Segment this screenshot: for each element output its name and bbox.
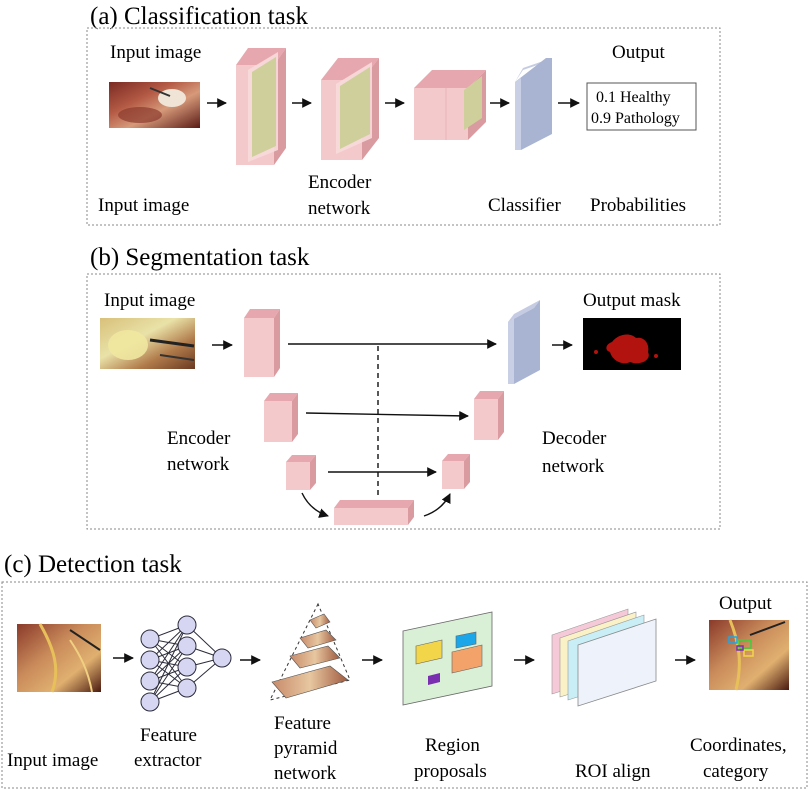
detection-coords-label-1: Coordinates, [690, 735, 787, 756]
detection-panel [1, 581, 808, 789]
classification-encoder-block-3 [414, 70, 486, 140]
segmentation-bottleneck-block [334, 500, 414, 525]
detection-roi-label: ROI align [575, 761, 651, 782]
classification-encoder-label-1: Encoder [308, 172, 372, 193]
classification-output-line2: 0.9 Pathology [591, 110, 680, 127]
segmentation-panel [86, 273, 721, 530]
segmentation-decoder-label-2: network [542, 456, 605, 477]
segmentation-encoder-block-1 [244, 309, 280, 377]
segmentation-encoder-block-3 [286, 455, 316, 490]
classification-panel [86, 27, 721, 226]
detection-feature-extractor-label-1: Feature [140, 725, 197, 746]
detection-input-image [17, 623, 101, 693]
detection-feature-extractor-label-2: extractor [134, 750, 202, 771]
down-arrow-curve [301, 492, 329, 518]
detection-coords-label-2: category [703, 761, 769, 782]
segmentation-decoder-label-1: Decoder [542, 428, 607, 449]
detection-region-proposals [402, 611, 493, 706]
detection-fpn-label-2: pyramid [274, 738, 338, 759]
detection-fpn-label-3: network [274, 763, 337, 784]
detection-neural-network [140, 615, 232, 712]
classification-input-top-label: Input image [110, 42, 201, 63]
segmentation-input-label: Input image [104, 290, 195, 311]
segmentation-decoder-block-3 [442, 454, 470, 489]
classification-encoder-block-2 [321, 58, 379, 160]
classification-title: (a) Classification task [90, 3, 308, 30]
segmentation-encoder-label-1: Encoder [167, 428, 231, 449]
classification-encoder-label-2: network [308, 198, 371, 219]
detection-output-top-label: Output [719, 593, 773, 614]
up-arrow-curve [423, 493, 451, 517]
classification-output-top-label: Output [612, 42, 666, 63]
segmentation-decoder-output-block [508, 300, 540, 384]
classification-output-box [586, 82, 697, 131]
segmentation-input-image [100, 318, 195, 369]
segmentation-encoder-block-2 [264, 393, 298, 442]
classification-output-line1: 0.1 Healthy [596, 89, 671, 106]
classification-encoder-block-1 [236, 48, 286, 165]
classification-classifier-label: Classifier [488, 195, 561, 216]
segmentation-title: (b) Segmentation task [90, 244, 310, 271]
detection-region-label-2: proposals [414, 761, 487, 782]
segmentation-output-label: Output mask [583, 290, 681, 311]
detection-output-image [709, 619, 789, 691]
detection-region-label-1: Region [425, 735, 480, 756]
detection-roi-align-stack [551, 608, 657, 707]
classification-probabilities-label: Probabilities [590, 195, 686, 216]
detection-feature-pyramid [269, 602, 351, 701]
classification-classifier-block [515, 58, 552, 150]
detection-fpn-label-1: Feature [274, 713, 331, 734]
classification-input-image [109, 82, 200, 128]
skip-connection-2 [305, 410, 469, 421]
segmentation-encoder-label-2: network [167, 454, 230, 475]
segmentation-decoder-block-2 [474, 391, 504, 440]
segmentation-output-mask [583, 318, 681, 370]
detection-input-label: Input image [7, 750, 98, 771]
detection-title: (c) Detection task [4, 551, 182, 578]
classification-bottom-input-label: Input image [98, 195, 189, 216]
